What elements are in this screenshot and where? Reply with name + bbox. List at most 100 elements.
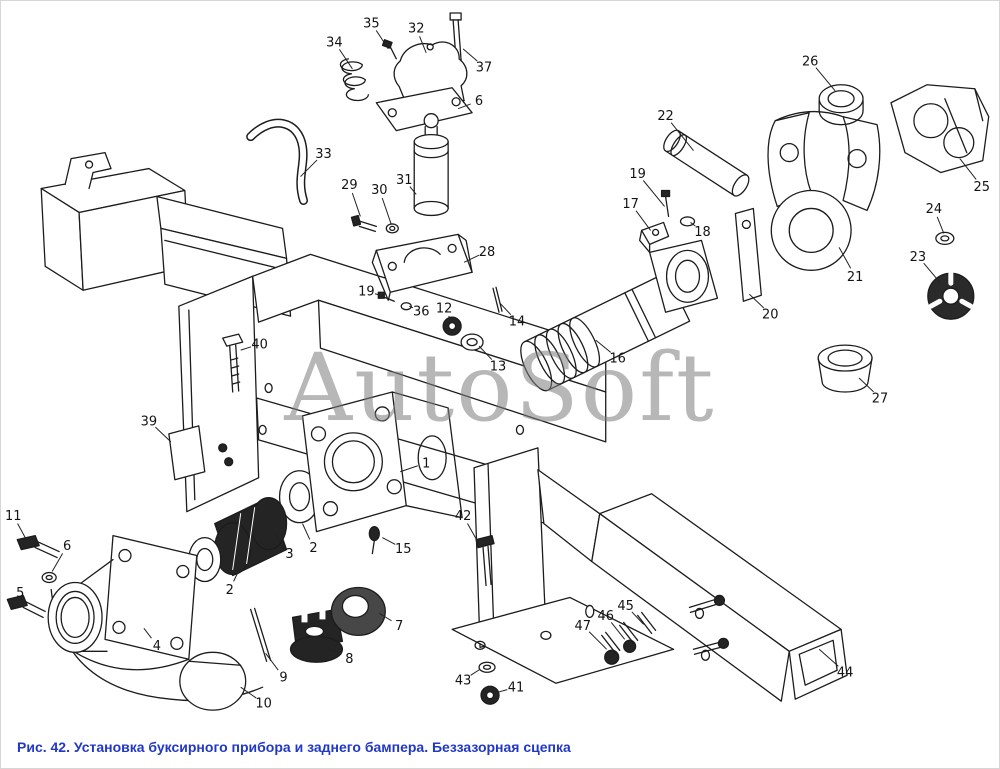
label-leader-line (749, 293, 765, 309)
foot-bracket (451, 596, 675, 684)
label-leader-line (400, 465, 418, 473)
label-leader-line (462, 48, 478, 62)
housing-4 (47, 534, 264, 702)
label-leader-line (274, 533, 285, 547)
part-number-label: 2 (226, 583, 234, 598)
part-number-label: 27 (872, 391, 888, 406)
part-number-label: 31 (396, 173, 412, 188)
label-leader-line (670, 122, 694, 151)
part-number-label: 26 (802, 54, 818, 69)
figure-caption: Рис. 42. Установка буксирного прибора и … (17, 739, 571, 755)
washer-36 (400, 302, 412, 311)
label-leader-line (240, 346, 252, 351)
part-number-label: 36 (413, 305, 429, 320)
bushing-26 (818, 84, 864, 126)
part-number-label: 39 (141, 414, 157, 429)
part-number-label: 9 (279, 671, 287, 686)
part-number-label: 5 (16, 586, 24, 601)
bracket-17 (638, 221, 670, 253)
bracket-28 (371, 233, 473, 301)
washer-13 (460, 333, 484, 351)
label-leader-line (381, 197, 392, 225)
gasket-6 (375, 87, 473, 132)
label-leader-line (351, 192, 361, 217)
pin-22 (663, 129, 750, 197)
label-leader-line (375, 30, 389, 50)
diagram-drawing (6, 12, 990, 711)
label-leader-line (379, 612, 392, 622)
label-leader-line (923, 262, 941, 283)
bolt-29 (350, 214, 377, 233)
part-number-label: 19 (629, 167, 645, 182)
label-leader-line (409, 305, 414, 309)
bolt-11 (16, 534, 60, 559)
part-number-label: 2 (309, 541, 317, 556)
label-leader-line (690, 222, 696, 227)
bolt-19-upper (660, 189, 671, 218)
part-number-label: 14 (509, 315, 525, 330)
part-number-label: 13 (490, 360, 506, 375)
part-number-label: 16 (609, 352, 625, 367)
bolt-5 (6, 594, 46, 619)
part-number-label: 1 (422, 456, 430, 471)
part-number-label: 37 (476, 60, 492, 75)
part-number-label: 21 (847, 270, 863, 285)
cylinder-31 (413, 113, 449, 217)
bolt-40 (222, 333, 244, 393)
body-25 (890, 84, 990, 174)
cap-10 (179, 651, 247, 711)
part-number-label: 17 (622, 197, 638, 212)
label-leader-line (155, 426, 172, 443)
label-leader-line (631, 611, 644, 625)
part-number-label: 35 (363, 16, 379, 31)
label-leader-line (300, 159, 318, 177)
label-leader-line (330, 648, 342, 655)
nut-41 (480, 685, 500, 705)
watermark: AutoSoft (283, 334, 715, 443)
label-leader-line (240, 686, 257, 699)
part-number-label: 19 (358, 285, 374, 300)
part-number-label: 10 (255, 697, 271, 712)
label-leader-line (463, 254, 480, 263)
tow-fork-21 (767, 110, 881, 271)
washer-43 (478, 661, 496, 673)
label-leader-line (588, 631, 608, 650)
part-number-label: 3 (285, 547, 293, 562)
label-leader-line (302, 523, 311, 540)
label-leader-line (470, 668, 481, 676)
part-number-label: 34 (326, 35, 342, 50)
bolt-42 (475, 534, 495, 587)
beam-bolts (688, 594, 730, 655)
part-number-label: 11 (5, 509, 21, 524)
label-leader-line (818, 648, 839, 667)
bolts-45-46-47 (585, 604, 657, 654)
part-number-label: 8 (345, 652, 353, 667)
label-leader-line (642, 180, 665, 207)
part-number-label: 20 (762, 308, 778, 323)
nut-12 (442, 316, 462, 336)
bolt-15 (368, 525, 380, 555)
label-leader-line (936, 216, 945, 234)
label-leader-line (457, 103, 471, 110)
part-number-label: 32 (408, 21, 424, 36)
castle-nut-8 (289, 608, 344, 663)
shaft-16 (520, 272, 691, 392)
part-number-label: 33 (315, 147, 331, 162)
pin-9 (250, 607, 272, 662)
spring-34 (339, 58, 369, 102)
label-leader-line (595, 339, 612, 353)
part-number-label: 43 (455, 674, 471, 689)
label-leader-line (497, 689, 508, 693)
cup-bushing-27 (817, 344, 873, 393)
label-leader-line (233, 566, 242, 582)
ring-7 (330, 586, 386, 636)
part-number-label: 18 (694, 225, 710, 240)
part-number-label: 41 (508, 681, 524, 696)
part-number-label: 42 (455, 509, 471, 524)
part-number-label: 4 (153, 639, 161, 654)
label-leader-line (815, 67, 836, 92)
part-number-label: 29 (341, 178, 357, 193)
